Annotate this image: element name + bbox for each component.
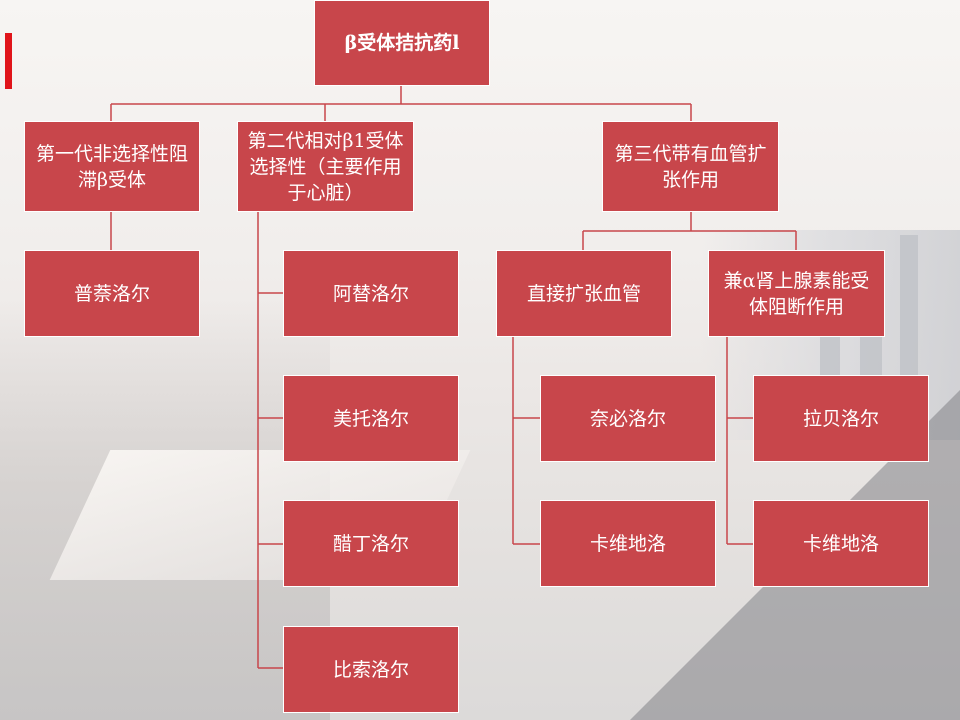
gen1-drug-node: 普萘洛尔 (24, 250, 200, 337)
gen2-node: 第二代相对β1受体选择性（主要作用于心脏） (237, 121, 414, 212)
drug-label: 醋丁洛尔 (332, 532, 409, 555)
drug-label: 美托洛尔 (332, 407, 409, 430)
background-tower (900, 235, 918, 375)
gen3-alpha-drug-node: 拉贝洛尔 (753, 375, 929, 462)
root-node: β受体拮抗药l (314, 0, 490, 86)
drug-label: 卡维地洛 (589, 532, 666, 555)
gen3-direct-label: 直接扩张血管 (526, 282, 641, 305)
gen1-node: 第一代非选择性阻滞β受体 (24, 121, 200, 212)
gen2-drug-node: 醋丁洛尔 (283, 500, 459, 587)
gen3-alpha-node: 兼α肾上腺素能受体阻断作用 (708, 250, 885, 337)
gen3-direct-node: 直接扩张血管 (496, 250, 672, 337)
gen3-node-label: 第三代带有血管扩张作用 (614, 142, 767, 191)
drug-label: 普萘洛尔 (73, 282, 150, 305)
gen2-drug-node: 比索洛尔 (283, 626, 459, 713)
gen2-node-label: 第二代相对β1受体选择性（主要作用于心脏） (247, 129, 404, 204)
gen3-direct-drug-node: 卡维地洛 (540, 500, 716, 587)
drug-label: 比索洛尔 (332, 658, 409, 681)
drug-label: 奈必洛尔 (589, 407, 666, 430)
drug-label: 卡维地洛 (802, 532, 879, 555)
gen1-node-label: 第一代非选择性阻滞β受体 (35, 142, 188, 191)
gen3-direct-drug-node: 奈必洛尔 (540, 375, 716, 462)
gen2-drug-node: 阿替洛尔 (283, 250, 459, 337)
red-accent-bar (5, 33, 12, 89)
gen3-node: 第三代带有血管扩张作用 (602, 121, 779, 212)
gen2-drug-node: 美托洛尔 (283, 375, 459, 462)
drug-label: 拉贝洛尔 (802, 407, 879, 430)
drug-label: 阿替洛尔 (332, 282, 409, 305)
root-node-label: β受体拮抗药l (344, 32, 460, 54)
gen3-alpha-label: 兼α肾上腺素能受体阻断作用 (723, 269, 870, 318)
gen3-alpha-drug-node: 卡维地洛 (753, 500, 929, 587)
